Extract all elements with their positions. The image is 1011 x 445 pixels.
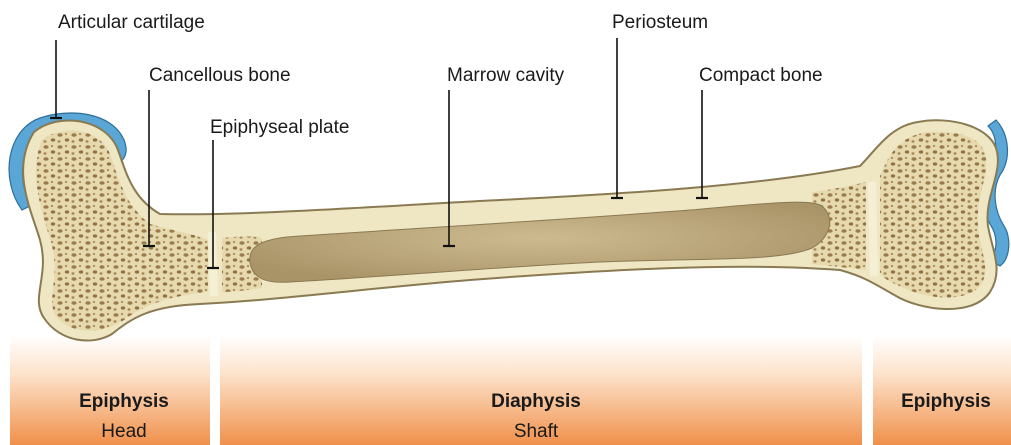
section-middle-title: Diaphysis: [491, 391, 581, 412]
label-compact-bone: Compact bone: [699, 65, 823, 86]
label-articular-cartilage: Articular cartilage: [58, 12, 205, 33]
section-bands: [10, 335, 1011, 445]
band-right: [873, 335, 1011, 445]
section-left-title: Epiphysis: [79, 391, 169, 412]
section-middle-subtitle: Shaft: [514, 421, 559, 442]
section-right-title: Epiphysis: [901, 391, 991, 412]
label-epiphyseal-plate: Epiphyseal plate: [210, 117, 349, 138]
section-left-subtitle: Head: [101, 421, 146, 442]
labels: Articular cartilage Cancellous bone Epip…: [58, 12, 823, 138]
epiphyseal-plate-line-right: [872, 182, 874, 276]
label-cancellous-bone: Cancellous bone: [149, 65, 291, 86]
label-periosteum: Periosteum: [612, 12, 708, 33]
cancellous-bone-right: [880, 132, 986, 298]
femur-bone: [9, 113, 1009, 341]
label-marrow-cavity: Marrow cavity: [447, 65, 565, 86]
